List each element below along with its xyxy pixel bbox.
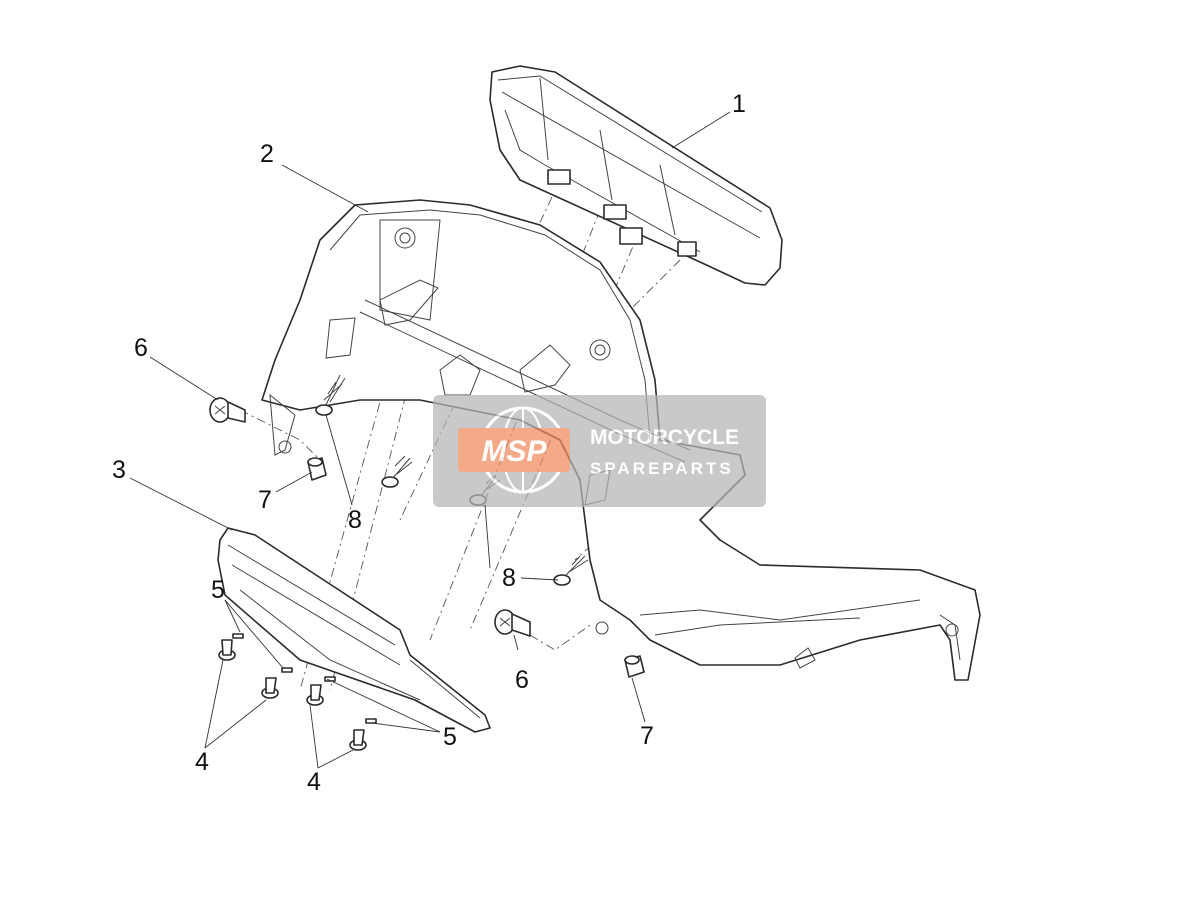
callout-2: 2: [260, 140, 274, 168]
callout-6-right: 6: [515, 666, 529, 694]
watermark-line2: SPAREPARTS: [590, 459, 734, 478]
callout-1: 1: [732, 90, 746, 118]
callout-3: 3: [112, 456, 126, 484]
screw-8-d: [553, 555, 589, 586]
callout-7-left: 7: [258, 486, 272, 514]
watermark: MSP MOTORCYCLE SPAREPARTS: [433, 395, 766, 507]
screw-8-a: [315, 374, 346, 416]
callout-8-right: 8: [502, 564, 516, 592]
callout-5-bottom: 5: [443, 723, 457, 751]
callouts: 1 2 3 6 7 8 8 5 6 7 5 4 4: [112, 90, 746, 796]
part-3-lower-panel: [217, 527, 491, 733]
callout-8-left: 8: [348, 506, 362, 534]
callout-5-top: 5: [211, 576, 225, 604]
screw-8-b: [381, 455, 413, 488]
callout-4-left: 4: [195, 748, 209, 776]
part-1-instrument-cluster: [489, 65, 783, 286]
bushing-7-right: [624, 655, 645, 678]
screw-6-right: [494, 609, 531, 637]
bushing-7-left: [307, 457, 327, 481]
leader-lines: [129, 111, 731, 769]
rivets-4: [218, 639, 367, 751]
watermark-logo: MSP: [481, 435, 547, 468]
watermark-background: [433, 395, 766, 507]
callout-7-right: 7: [640, 722, 654, 750]
callout-4-right: 4: [307, 768, 321, 796]
watermark-line1: MOTORCYCLE: [590, 426, 739, 449]
msp-logo-badge: [458, 428, 570, 472]
callout-6-left: 6: [134, 334, 148, 362]
clips-5: [232, 633, 377, 724]
screw-6-left: [209, 397, 246, 423]
